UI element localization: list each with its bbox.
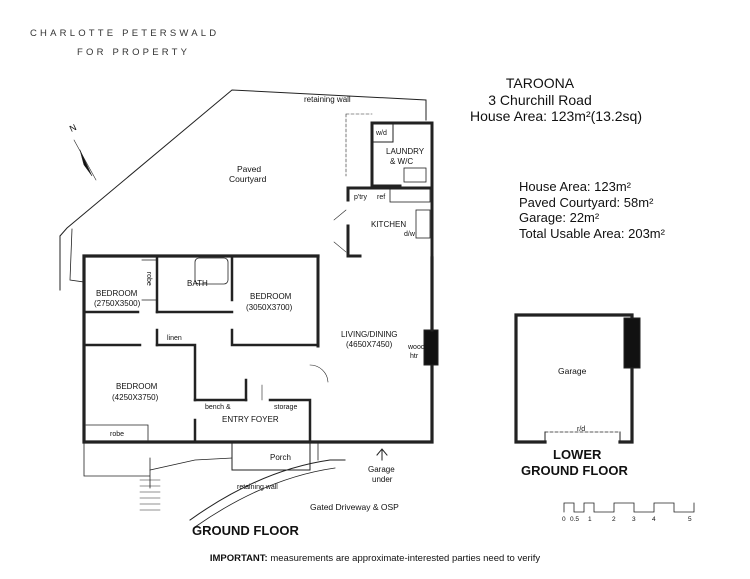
laundry-walls — [370, 121, 434, 189]
retaining-wall-curve — [189, 459, 346, 521]
house-area-heading: House Area: 123m²(13.2sq) — [470, 108, 642, 124]
linen-label: linen — [167, 335, 182, 342]
bathtub — [194, 257, 229, 285]
scale-bar — [563, 502, 695, 513]
steps — [139, 479, 161, 511]
bedroom3-walls — [82, 343, 248, 444]
disclaimer-text: measurements are approximate-interested … — [267, 553, 541, 564]
scale-tick-2: 2 — [612, 516, 616, 523]
storage-label: storage — [274, 404, 298, 411]
brand-tagline: FOR PROPERTY — [77, 47, 191, 58]
pantry-label: p'try — [354, 194, 368, 201]
kitchen-bench — [389, 187, 431, 203]
site-boundary-left — [69, 228, 85, 283]
lower-floor-title-1: LOWER — [553, 447, 602, 462]
garage-under-label-1: Garage — [368, 465, 395, 474]
bath-walls — [155, 254, 234, 314]
garage-under-arrow — [376, 448, 388, 461]
retaining-wall-bottom-label: retaining wall — [237, 484, 278, 491]
suburb-heading: TAROONA — [505, 75, 575, 91]
paved-courtyard-label-2: Courtyard — [229, 174, 267, 184]
robe1-label: robe — [144, 271, 152, 286]
driveway-label: Gated Driveway & OSP — [310, 502, 399, 512]
entry-foyer-label: ENTRY FOYER — [222, 415, 279, 424]
house-area-text: House Area: 123m² — [519, 179, 632, 194]
lower-floor-title-2: GROUND FLOOR — [521, 463, 628, 478]
disclaimer-notice: IMPORTANT: measurements are approximate-… — [0, 553, 750, 564]
laundry-label-1: LAUNDRY — [386, 147, 425, 156]
scale-tick-5: 5 — [688, 516, 692, 523]
robe2-label: robe — [110, 431, 125, 438]
garage-label: Garage — [558, 366, 587, 376]
bedroom3-dimensions: (4250X3750) — [112, 393, 159, 402]
courtyard-dashed-edge — [345, 113, 373, 177]
total-area-text: Total Usable Area: 203m² — [519, 225, 665, 241]
roller-door-label: r/d — [577, 426, 586, 433]
disclaimer-bold: IMPORTANT: — [209, 553, 268, 564]
robe1-outline — [141, 259, 158, 301]
garage-area-text: Garage: 22m² — [519, 210, 600, 225]
bedroom2-walls — [230, 328, 320, 347]
brand-name: CHARLOTTE PETERSWALD — [30, 28, 220, 39]
bedroom1-name: BEDROOM — [96, 289, 138, 298]
fridge-label: ref — [377, 194, 386, 201]
scale-tick-4: 4 — [652, 516, 656, 523]
fireplace — [423, 329, 439, 366]
garage-under-label-2: under — [372, 475, 393, 484]
bedroom1-dimensions: (2750X3500) — [94, 299, 141, 308]
ground-floor-title: GROUND FLOOR — [192, 523, 299, 538]
wood-heater-label-1: wood — [408, 344, 425, 351]
laundry-label-2: & W/C — [390, 157, 414, 166]
courtyard-area-text: Paved Courtyard: 58m² — [519, 194, 654, 210]
robe2-outline — [85, 424, 149, 441]
porch-label: Porch — [270, 453, 291, 462]
bedroom2-dimensions: (3050X3700) — [246, 303, 293, 312]
address-heading: 3 Churchill Road — [488, 92, 592, 108]
toilet — [403, 167, 427, 183]
wood-heater-label-2: htr — [410, 353, 419, 360]
paved-courtyard-label-1: Paved — [237, 164, 262, 174]
scale-tick-0-5: 0.5 — [570, 516, 580, 523]
kitchen-walls — [346, 186, 434, 260]
linen-walls — [155, 343, 197, 402]
garage-walls — [514, 313, 634, 444]
kitchen-label: KITCHEN — [371, 220, 407, 229]
retaining-wall-top-label: retaining wall — [304, 95, 351, 104]
site-boundary — [59, 89, 427, 291]
dishwasher-label: d/w — [404, 231, 415, 238]
scale-tick-1: 1 — [588, 516, 592, 523]
bath-label: BATH — [187, 279, 208, 288]
area-summary: House Area: 123m² Paved Courtyard: 58m² … — [519, 179, 665, 241]
porch-walls — [231, 441, 311, 471]
bedroom3-name: BEDROOM — [116, 382, 158, 391]
garage-fireplace-mass — [623, 317, 641, 369]
entry-walls — [244, 378, 312, 444]
living-dining-dimensions: (4650X7450) — [346, 340, 393, 349]
bench-label: bench & — [205, 404, 231, 411]
scale-tick-0: 0 — [562, 516, 566, 523]
scale-tick-3: 3 — [632, 516, 636, 523]
living-dining-name: LIVING/DINING — [341, 330, 398, 339]
washer-dryer-label: w/d — [376, 130, 387, 137]
bedroom2-name: BEDROOM — [250, 292, 292, 301]
